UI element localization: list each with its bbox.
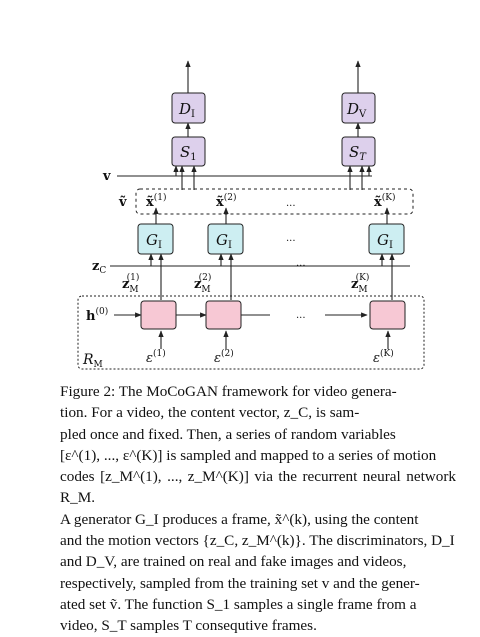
- generator-box-1: [137, 223, 174, 255]
- content-ellipsis: ...: [296, 258, 306, 269]
- caption-line-5: codes [z_M^(1), ..., z_M^(K)] via the re…: [60, 468, 456, 507]
- figure-caption: Figure 2: The MoCoGAN framework for vide…: [60, 381, 456, 637]
- generated-set-label: ṽ: [118, 195, 127, 210]
- frame-label-k: x̃(K): [374, 192, 396, 210]
- recurrent-network-region: [77, 295, 425, 370]
- noise-label-2: ε(2): [214, 348, 234, 366]
- noise-label-k: ε(K): [373, 348, 394, 366]
- single-frame-sampler-box: [171, 136, 206, 167]
- st-label: ST: [349, 143, 367, 163]
- image-discriminator-box: [171, 92, 206, 124]
- generator-label-2: GI: [216, 231, 232, 251]
- caption-line-9: respectively, sampled from the training …: [60, 574, 420, 592]
- rnn-cell-2: [205, 300, 242, 330]
- generator-label-1: GI: [146, 231, 162, 251]
- generator-label-k: GI: [377, 231, 393, 251]
- s1-label: S1: [180, 143, 197, 163]
- caption-line-11: video, S_T samples T consequtive frames.: [60, 617, 317, 635]
- caption-line-2: tion. For a video, the content vector, z…: [60, 404, 360, 422]
- frame-label-2: x̃(2): [216, 192, 237, 210]
- caption-line-1: Figure 2: The MoCoGAN framework for vide…: [60, 383, 397, 400]
- di-label: DI: [178, 100, 195, 120]
- caption-line-3: pled once and fixed. Then, a series of r…: [60, 425, 396, 443]
- rnn-ellipsis: ...: [296, 310, 306, 321]
- generated-video-set-box: [135, 188, 414, 215]
- generator-ellipsis: ...: [286, 233, 296, 244]
- rnn-cell-1: [140, 300, 177, 330]
- caption-line-10: ated set ṽ. The function S_1 samples a s…: [60, 595, 417, 613]
- multi-frame-sampler-box: [341, 136, 376, 167]
- mocogan-diagram: DI DV S1 ST v ṽ x̃(1) x̃(2) ... x̃(K) GI…: [77, 60, 425, 370]
- motion-code-label-2: zM(2): [194, 272, 211, 295]
- motion-code-label-k: zM(K): [351, 272, 369, 295]
- caption-line-6: A generator G_I produces a frame, x̃^(k)…: [60, 510, 419, 528]
- caption-line-4: [ε^(1), ..., ε^(K)] is sampled and mappe…: [60, 446, 437, 464]
- generator-box-k: [368, 223, 405, 255]
- hidden-state-label: h(0): [86, 306, 108, 324]
- rnn-cell-k: [369, 300, 406, 330]
- caption-line-7: and the motion vectors {z_C, z_M^(k)}. T…: [60, 532, 455, 550]
- real-set-label: v: [102, 169, 111, 184]
- frame-label-1: x̃(1): [146, 192, 167, 210]
- generator-box-2: [207, 223, 244, 255]
- dv-label: DV: [346, 100, 367, 120]
- noise-label-1: ε(1): [146, 348, 166, 366]
- motion-code-label-1: zM(1): [122, 272, 139, 295]
- content-vector-label: zC: [92, 259, 106, 276]
- rnn-label: RM: [82, 352, 103, 370]
- caption-line-8: and D_V, are trained on real and fake im…: [60, 553, 407, 571]
- frame-ellipsis: ...: [286, 198, 296, 209]
- video-discriminator-box: [341, 92, 376, 124]
